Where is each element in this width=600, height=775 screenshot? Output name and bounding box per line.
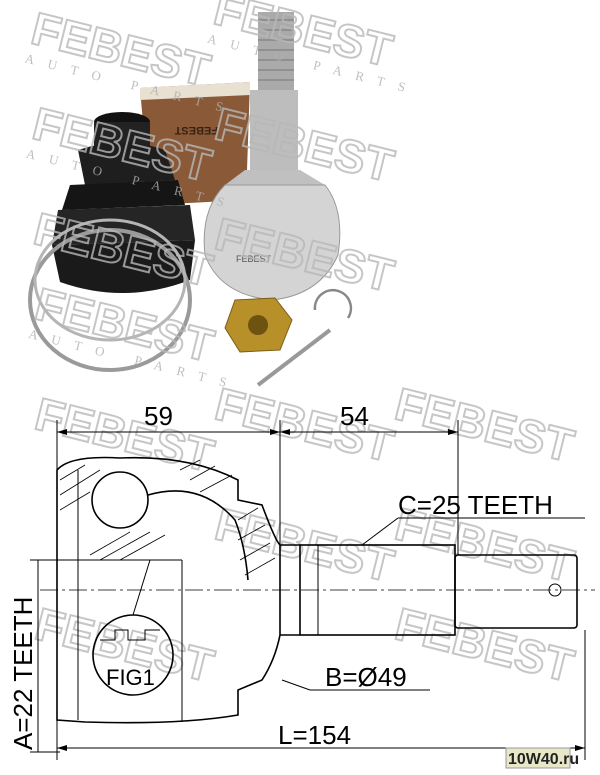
bag-label: FEBEST [174,124,218,136]
corner-badge-text: 10W40.ru [508,751,579,768]
watermark-brand: FEBEST [210,377,399,471]
dim-housing-length: 59 [144,401,173,431]
technical-drawing: 59 54 FIG1 A=22 TEETH [8,401,595,760]
ball [91,471,149,529]
watermark-brand: FEBEST [390,597,579,691]
threaded-tip [454,554,578,629]
watermarks: FEBEST AUTO PARTS FEBEST AUTO PARTS FEBE… [23,0,579,693]
cv-joint: FEBEST [203,12,341,301]
cv-boot [52,112,195,294]
boot-clamp [28,228,192,372]
snap-ring [313,288,353,319]
diameter-label: B=Ø49 [325,662,407,692]
total-length: L=154 [278,720,351,750]
corner-badge: 10W40.ru [505,747,579,769]
dim-shaft-length: 54 [340,401,369,431]
inner-spline-teeth: A=22 TEETH [8,597,38,750]
watermark-brand: FEBEST [390,377,579,471]
fig1-label: FIG1 [106,665,155,690]
product-photo: FEBEST FEBEST [28,12,353,387]
joint-label: FEBEST [236,254,272,264]
outer-spline-teeth: C=25 TEETH [398,490,553,520]
cotter-pin [256,328,332,387]
